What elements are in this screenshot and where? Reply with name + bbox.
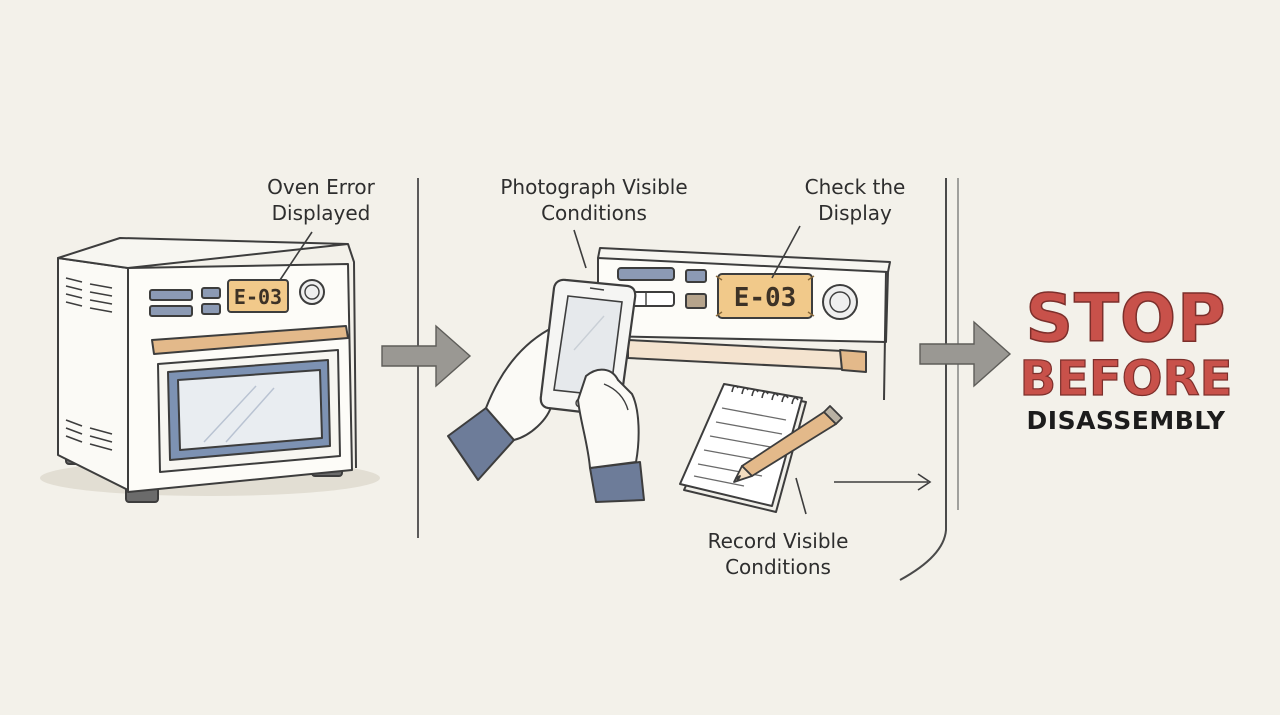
spiral-notepad-icon bbox=[679, 383, 807, 513]
leader-line-record bbox=[795, 477, 807, 515]
step-label-line: Display bbox=[818, 201, 892, 225]
right-arrow-icon bbox=[834, 473, 932, 491]
step-label-line: Oven Error bbox=[267, 175, 375, 199]
warning-disassembly: DISASSEMBLY bbox=[1026, 406, 1226, 435]
hand-holding-phone bbox=[447, 328, 645, 503]
pencil-icon bbox=[733, 405, 843, 483]
toaster-oven-icon bbox=[40, 237, 380, 503]
step-label-line: Check the bbox=[804, 175, 906, 199]
right-arrow-icon bbox=[381, 324, 472, 388]
step-label-line: Conditions bbox=[541, 201, 647, 225]
leader-line-oven-error bbox=[279, 231, 313, 281]
leader-line-photograph bbox=[573, 229, 587, 269]
right-hand bbox=[577, 368, 640, 469]
section-divider-curved bbox=[899, 178, 947, 581]
step-label-line: Photograph Visible bbox=[500, 175, 688, 199]
step-label-line: Displayed bbox=[271, 201, 371, 225]
warning-stop: STOP bbox=[1025, 280, 1227, 357]
oven-control-panel-closeup bbox=[597, 247, 891, 401]
step-label-line: Conditions bbox=[725, 555, 831, 579]
oven-display-code: E-03 bbox=[234, 285, 282, 309]
leader-line-check-display bbox=[771, 225, 801, 279]
step-label-line: Record Visible bbox=[707, 529, 849, 553]
stop-warning: STOP BEFORE DISASSEMBLY bbox=[1016, 280, 1236, 436]
display-glow-ticks bbox=[715, 275, 815, 317]
warning-before: BEFORE bbox=[1019, 351, 1233, 407]
right-arrow-icon bbox=[919, 320, 1012, 388]
step-label-check-display: Check the Display bbox=[780, 174, 930, 226]
step-label-record: Record Visible Conditions bbox=[688, 528, 868, 580]
step-label-photograph: Photograph Visible Conditions bbox=[476, 174, 712, 226]
closeup-display-code: E-03 bbox=[734, 283, 797, 313]
step-label-oven-error: Oven Error Displayed bbox=[246, 174, 396, 226]
